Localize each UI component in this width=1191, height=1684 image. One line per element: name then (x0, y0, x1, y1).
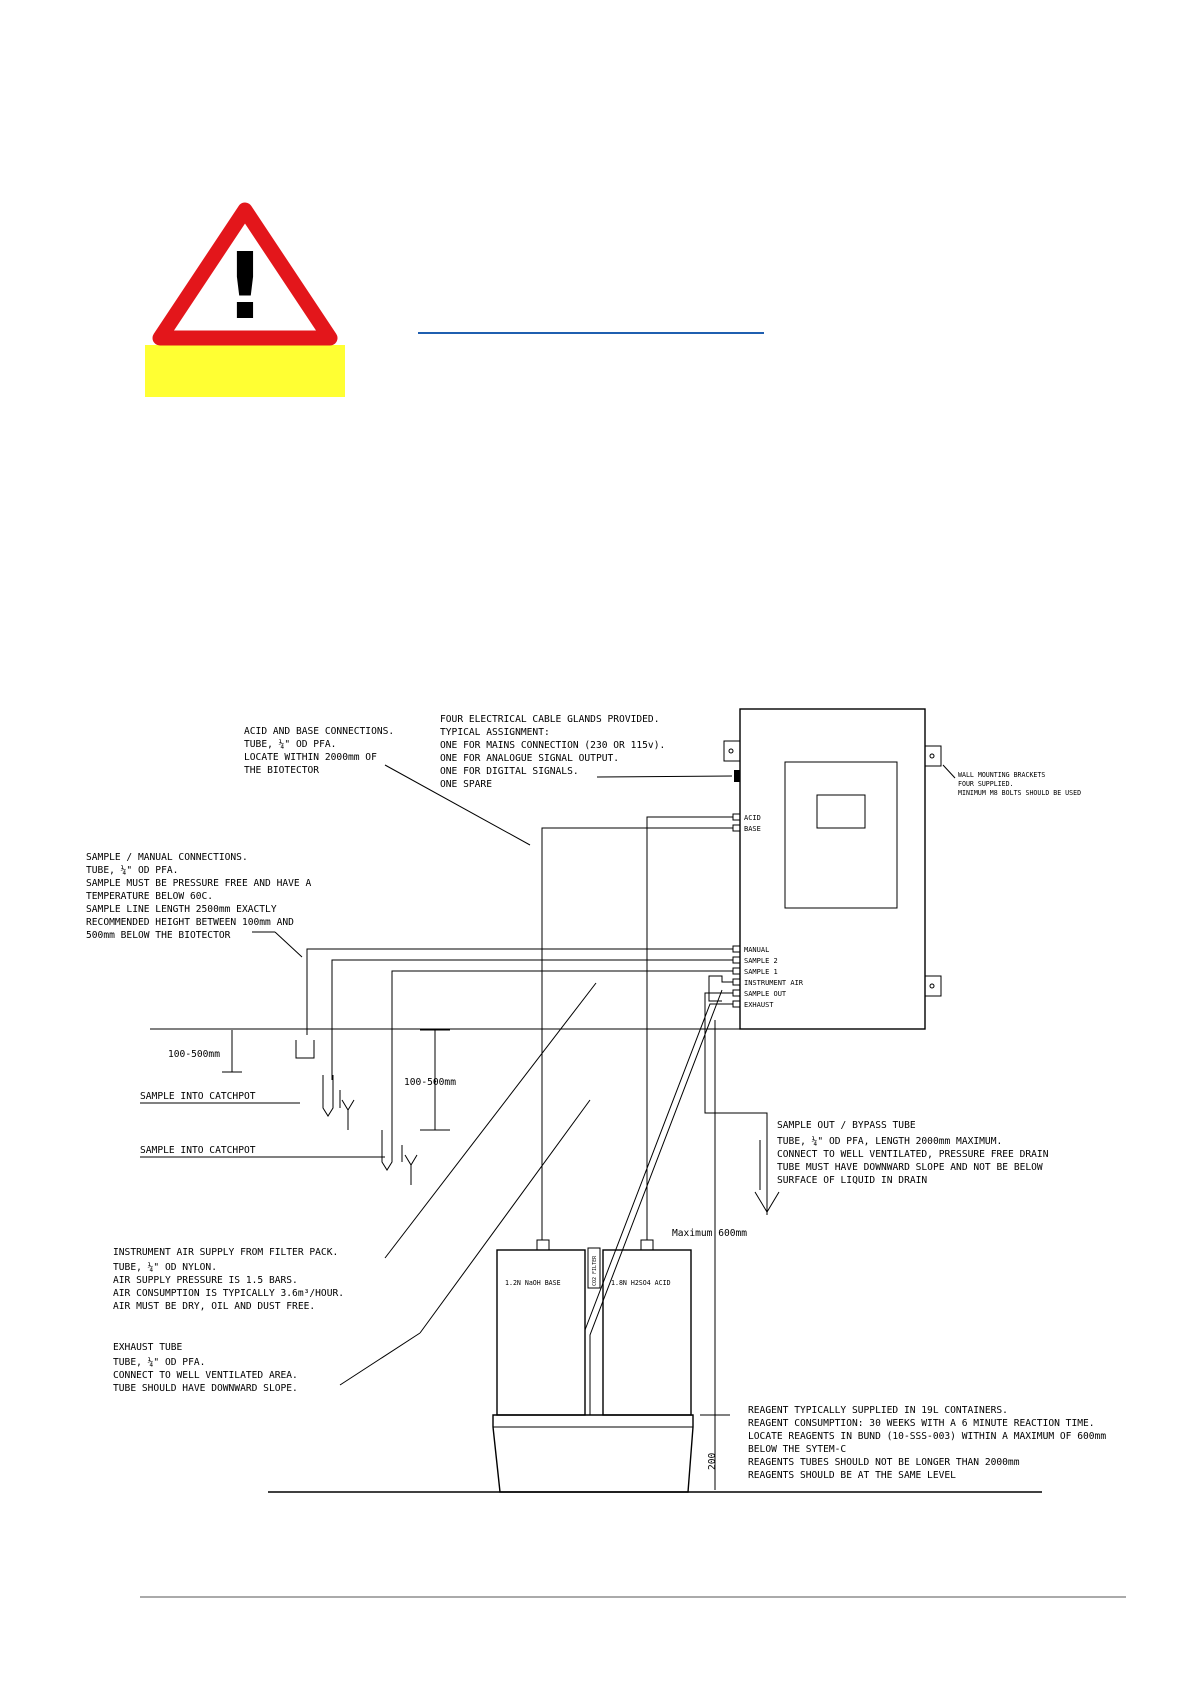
svg-text:REAGENTS SHOULD BE AT THE SAME: REAGENTS SHOULD BE AT THE SAME LEVEL (748, 1470, 956, 1481)
biotector-cabinet: ACID BASE MANUAL SAMPLE 2 SAMPLE 1 INSTR… (723, 708, 942, 1030)
svg-text:SAMPLE MUST BE PRESSURE FREE A: SAMPLE MUST BE PRESSURE FREE AND HAVE A (86, 878, 311, 889)
port-instrument-air: INSTRUMENT AIR (744, 979, 804, 987)
svg-text:TEMPERATURE BELOW 60C.: TEMPERATURE BELOW 60C. (86, 891, 213, 902)
catchpot-2: SAMPLE INTO CATCHPOT (140, 1130, 418, 1185)
svg-text:REAGENT TYPICALLY SUPPLIED IN: REAGENT TYPICALLY SUPPLIED IN 19L CONTAI… (748, 1405, 1008, 1416)
svg-text:SURFACE OF LIQUID IN DRAIN: SURFACE OF LIQUID IN DRAIN (777, 1175, 927, 1186)
note-exhaust: EXHAUST TUBE TUBE, ¼" OD PFA. CONNECT TO… (113, 1342, 298, 1394)
svg-text:TUBE, ¼" OD NYLON.: TUBE, ¼" OD NYLON. (113, 1261, 217, 1273)
svg-text:FOUR SUPPLIED.: FOUR SUPPLIED. (958, 780, 1014, 788)
svg-text:CONNECT TO WELL VENTILATED, PR: CONNECT TO WELL VENTILATED, PRESSURE FRE… (777, 1149, 1049, 1160)
height-dimension-1: 100-500mm (168, 1030, 315, 1073)
note-sample-manual: SAMPLE / MANUAL CONNECTIONS. TUBE, ¼" OD… (86, 852, 311, 941)
svg-text:ONE FOR ANALOGUE SIGNAL OUTPUT: ONE FOR ANALOGUE SIGNAL OUTPUT. (440, 753, 619, 764)
svg-text:EXHAUST TUBE: EXHAUST TUBE (113, 1342, 183, 1353)
svg-text:500mm BELOW THE BIOTECTOR: 500mm BELOW THE BIOTECTOR (86, 930, 231, 941)
svg-text:Maximum 600mm: Maximum 600mm (672, 1228, 747, 1239)
svg-text:CONNECT TO WELL VENTILATED ARE: CONNECT TO WELL VENTILATED AREA. (113, 1370, 298, 1381)
max-600-dimension: Maximum 600mm (672, 1228, 747, 1416)
svg-text:TUBE, ¼" OD PFA, LENGTH 2000mm: TUBE, ¼" OD PFA, LENGTH 2000mm MAXIMUM. (777, 1135, 1002, 1147)
svg-text:REAGENT CONSUMPTION: 30 WEEKS: REAGENT CONSUMPTION: 30 WEEKS WITH A 6 M… (748, 1418, 1095, 1429)
note-acid-base: ACID AND BASE CONNECTIONS. TUBE, ¼" OD P… (244, 726, 394, 776)
port-acid: ACID (744, 814, 761, 822)
note-cable-glands: FOUR ELECTRICAL CABLE GLANDS PROVIDED. T… (440, 714, 665, 790)
svg-text:SAMPLE INTO CATCHPOT: SAMPLE INTO CATCHPOT (140, 1145, 256, 1156)
note-reagent: REAGENT TYPICALLY SUPPLIED IN 19L CONTAI… (748, 1405, 1106, 1481)
note-instrument-air: INSTRUMENT AIR SUPPLY FROM FILTER PACK. … (113, 1247, 344, 1312)
port-exhaust: EXHAUST (744, 1001, 774, 1009)
svg-text:TUBE MUST HAVE DOWNWARD SLOPE: TUBE MUST HAVE DOWNWARD SLOPE AND NOT BE… (777, 1162, 1043, 1173)
svg-text:100-500mm: 100-500mm (404, 1077, 456, 1088)
tube-lines (150, 816, 768, 1490)
svg-text:SAMPLE OUT / BYPASS TUBE: SAMPLE OUT / BYPASS TUBE (777, 1120, 916, 1131)
svg-text:REAGENTS TUBES SHOULD NOT BE L: REAGENTS TUBES SHOULD NOT BE LONGER THAN… (748, 1457, 1020, 1468)
svg-text:ONE FOR DIGITAL SIGNALS.: ONE FOR DIGITAL SIGNALS. (440, 766, 579, 777)
svg-text:ACID AND BASE CONNECTIONS.: ACID AND BASE CONNECTIONS. (244, 726, 394, 737)
svg-text:WALL MOUNTING BRACKETS: WALL MOUNTING BRACKETS (958, 771, 1045, 779)
height-dimension-2: 100-500mm (404, 1029, 456, 1131)
exclamation-mark: ! (224, 233, 266, 340)
svg-text:SAMPLE INTO CATCHPOT: SAMPLE INTO CATCHPOT (140, 1091, 256, 1102)
svg-text:LOCATE REAGENTS IN BUND (10-SS: LOCATE REAGENTS IN BUND (10-SSS-003) WIT… (748, 1431, 1106, 1442)
base-container-label: 1.2N NaOH BASE (505, 1279, 561, 1287)
bund-200-dimension: 200 (707, 1452, 718, 1470)
svg-text:INSTRUMENT AIR SUPPLY FROM FIL: INSTRUMENT AIR SUPPLY FROM FILTER PACK. (113, 1247, 338, 1258)
svg-text:AIR CONSUMPTION IS TYPICALLY 3: AIR CONSUMPTION IS TYPICALLY 3.6m³/HOUR. (113, 1288, 344, 1299)
warning-symbol: ! (145, 202, 345, 397)
note-wall-brackets: WALL MOUNTING BRACKETS FOUR SUPPLIED. MI… (958, 771, 1081, 797)
port-sample-2: SAMPLE 2 (744, 957, 778, 965)
svg-text:BELOW THE SYTEM-C: BELOW THE SYTEM-C (748, 1444, 846, 1455)
svg-text:AIR MUST BE DRY, OIL AND DUST: AIR MUST BE DRY, OIL AND DUST FREE. (113, 1301, 315, 1312)
svg-text:100-500mm: 100-500mm (168, 1049, 220, 1060)
svg-text:AIR SUPPLY PRESSURE IS 1.5 BAR: AIR SUPPLY PRESSURE IS 1.5 BARS. (113, 1275, 298, 1286)
port-sample-out: SAMPLE OUT (744, 990, 787, 998)
leader-lines (252, 764, 956, 1386)
drain-funnel (754, 1191, 780, 1213)
svg-text:ONE SPARE: ONE SPARE (440, 779, 492, 790)
co2-filter-label: CO2 FILTER (592, 1255, 598, 1286)
port-sample-1: SAMPLE 1 (744, 968, 778, 976)
svg-text:RECOMMENDED HEIGHT BETWEEN 100: RECOMMENDED HEIGHT BETWEEN 100mm AND (86, 917, 294, 928)
note-sample-out: SAMPLE OUT / BYPASS TUBE TUBE, ¼" OD PFA… (777, 1120, 1049, 1186)
port-base: BASE (744, 825, 761, 833)
acid-container-label: 1.8N H2SO4 ACID (611, 1279, 671, 1287)
svg-text:ONE FOR MAINS CONNECTION (230: ONE FOR MAINS CONNECTION (230 OR 115v). (440, 740, 665, 751)
svg-text:TUBE, ¼" OD PFA.: TUBE, ¼" OD PFA. (86, 864, 178, 876)
svg-text:TUBE SHOULD HAVE DOWNWARD SLOP: TUBE SHOULD HAVE DOWNWARD SLOPE. (113, 1383, 298, 1394)
warning-label-box (145, 345, 345, 397)
warning-triangle-icon (152, 202, 338, 346)
reagent-containers: 1.2N NaOH BASE 1.8N H2SO4 ACID CO2 FILTE… (492, 1239, 694, 1493)
svg-text:SAMPLE / MANUAL CONNECTIONS.: SAMPLE / MANUAL CONNECTIONS. (86, 852, 248, 863)
svg-text:MINIMUM M8 BOLTS SHOULD BE USE: MINIMUM M8 BOLTS SHOULD BE USED (958, 789, 1081, 797)
port-manual: MANUAL (744, 946, 769, 954)
svg-text:TYPICAL ASSIGNMENT:: TYPICAL ASSIGNMENT: (440, 727, 550, 738)
svg-text:THE BIOTECTOR: THE BIOTECTOR (244, 765, 319, 776)
wall-mounting-bracket (723, 740, 942, 997)
svg-text:LOCATE WITHIN 2000mm OF: LOCATE WITHIN 2000mm OF (244, 752, 377, 763)
port-stubs (732, 813, 741, 1008)
svg-text:TUBE, ¼" OD PFA.: TUBE, ¼" OD PFA. (244, 738, 336, 750)
cable-gland (734, 770, 740, 782)
svg-text:TUBE, ¼" OD PFA.: TUBE, ¼" OD PFA. (113, 1356, 205, 1368)
svg-text:SAMPLE LINE LENGTH 2500mm EXAC: SAMPLE LINE LENGTH 2500mm EXACTLY (86, 904, 277, 915)
catchpot-1: SAMPLE INTO CATCHPOT (140, 1075, 355, 1130)
svg-text:FOUR ELECTRICAL CABLE GLANDS P: FOUR ELECTRICAL CABLE GLANDS PROVIDED. (440, 714, 660, 725)
